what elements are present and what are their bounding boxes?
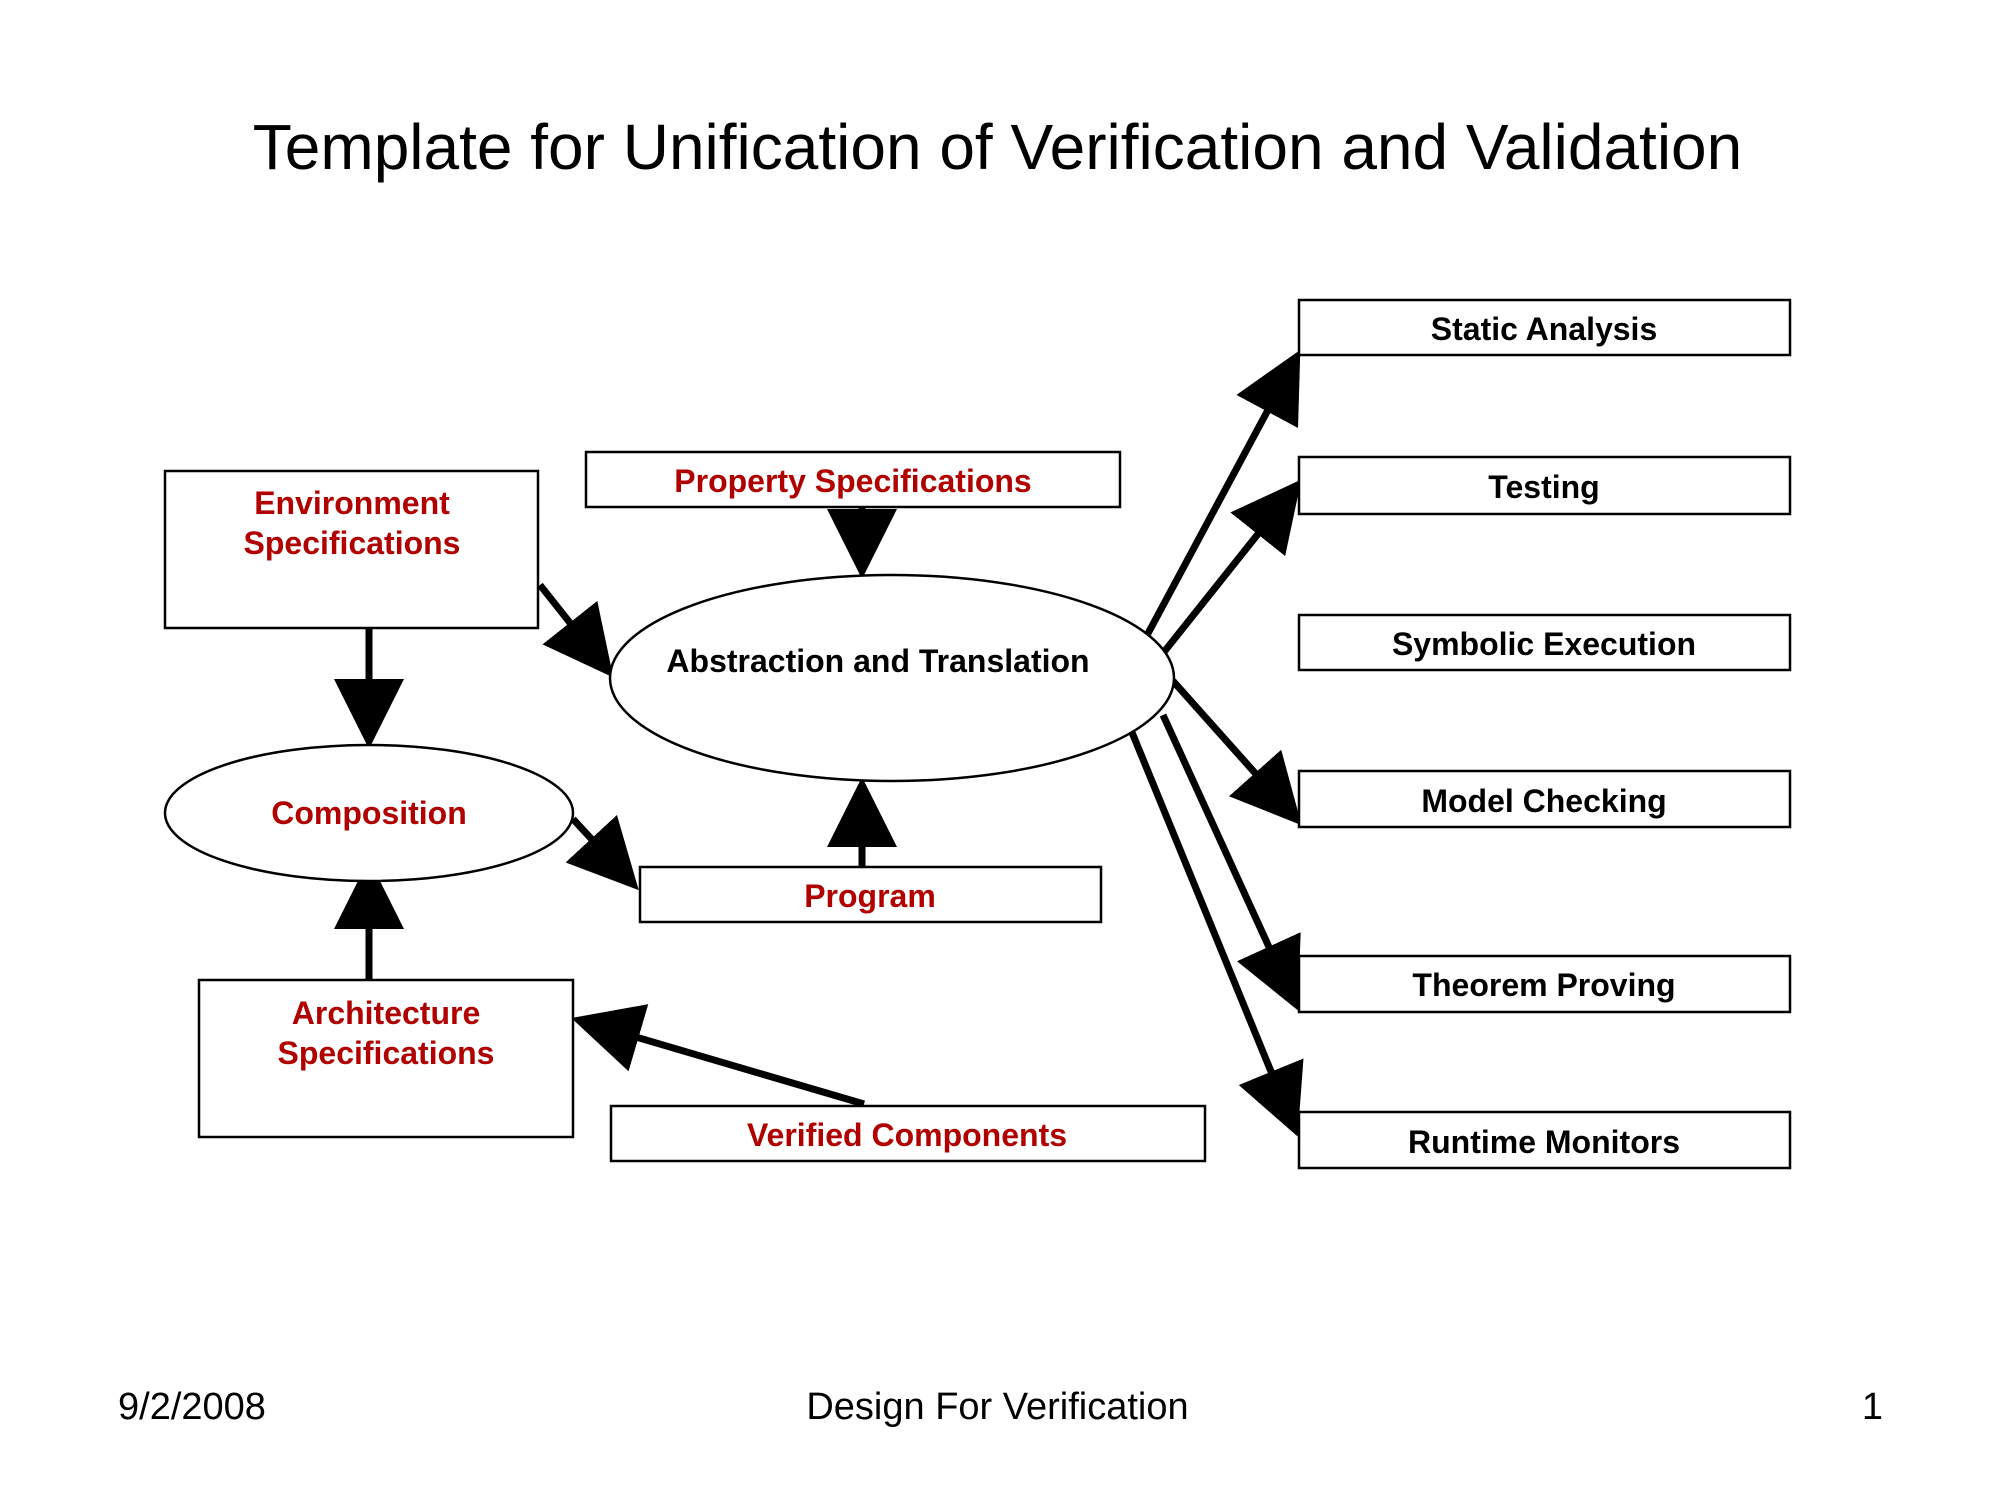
edge-verified-components-to-architecture-specifications	[571, 1004, 865, 1108]
node-label-environment-line1: Environment	[254, 485, 450, 521]
node-architecture-specifications[interactable]: Architecture Specifications	[197, 978, 575, 1139]
node-static-analysis[interactable]: Static Analysis	[1297, 298, 1792, 357]
node-program[interactable]: Program	[638, 865, 1103, 924]
node-label-theorem-proving: Theorem Proving	[1412, 967, 1675, 1003]
node-label-model-checking: Model Checking	[1421, 783, 1666, 819]
node-theorem-proving[interactable]: Theorem Proving	[1297, 954, 1792, 1014]
node-label-program: Program	[804, 878, 936, 914]
edge-abstraction-and-translation-to-model-checking	[1170, 678, 1302, 826]
node-abstraction-and-translation[interactable]: Abstraction and Translation	[608, 573, 1176, 783]
edge-environment-specifications-to-abstraction-and-translation	[537, 582, 614, 678]
edge-abstraction-and-translation-to-static-analysis	[1141, 349, 1301, 641]
edge-abstraction-and-translation-to-runtime-monitors	[1127, 728, 1304, 1137]
edge-abstraction-and-translation-to-theorem-proving	[1159, 713, 1301, 1011]
node-label-symbolic-execution: Symbolic Execution	[1392, 626, 1696, 662]
node-label-verified-components: Verified Components	[747, 1117, 1067, 1153]
footer-date: 9/2/2008	[118, 1386, 266, 1428]
node-symbolic-execution[interactable]: Symbolic Execution	[1297, 613, 1792, 672]
slide-title: Template for Unification of Verification…	[252, 111, 1743, 183]
node-runtime-monitors[interactable]: Runtime Monitors	[1297, 1110, 1792, 1170]
node-label-runtime-monitors: Runtime Monitors	[1408, 1124, 1680, 1160]
node-property-specifications[interactable]: Property Specifications	[584, 450, 1122, 509]
node-model-checking[interactable]: Model Checking	[1297, 769, 1792, 829]
edges-layer	[334, 349, 1304, 1137]
nodes-layer: Environment Specifications Property Spec…	[163, 298, 1792, 1170]
node-environment-specifications[interactable]: Environment Specifications	[163, 469, 540, 630]
node-label-architecture-line1: Architecture	[292, 995, 481, 1031]
node-label-composition: Composition	[271, 795, 467, 831]
node-label-architecture-line2: Specifications	[278, 1035, 495, 1071]
node-label-testing: Testing	[1488, 469, 1599, 505]
footer-page-number: 1	[1861, 1386, 1883, 1428]
node-label-environment-line2: Specifications	[244, 525, 461, 561]
node-verified-components[interactable]: Verified Components	[609, 1104, 1207, 1163]
node-composition[interactable]: Composition	[163, 743, 575, 883]
node-label-static-analysis: Static Analysis	[1431, 311, 1657, 347]
footer-title: Design For Verification	[806, 1386, 1189, 1428]
node-label-property-specifications: Property Specifications	[674, 463, 1031, 499]
edge-abstraction-and-translation-to-testing	[1157, 479, 1302, 660]
node-testing[interactable]: Testing	[1297, 455, 1792, 516]
edge-composition-to-program	[565, 814, 639, 891]
node-label-abstraction-and-translation: Abstraction and Translation	[666, 643, 1089, 679]
